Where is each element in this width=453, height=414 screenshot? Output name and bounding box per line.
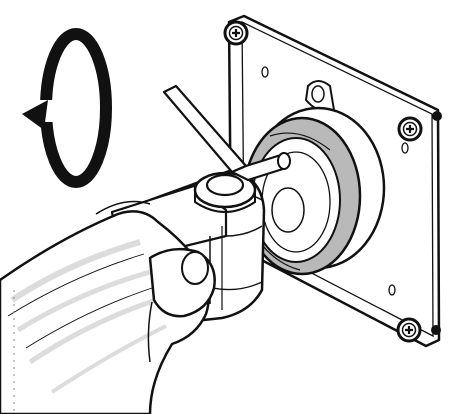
screw-tip-icon <box>432 111 442 121</box>
hex-key-tool <box>162 84 291 182</box>
screw-icon <box>396 317 422 343</box>
hand <box>0 200 216 414</box>
screw-icon <box>223 20 249 46</box>
rotation-arrow-icon <box>22 28 112 188</box>
screw-tip-icon <box>431 325 441 335</box>
screw-icon <box>397 116 423 142</box>
